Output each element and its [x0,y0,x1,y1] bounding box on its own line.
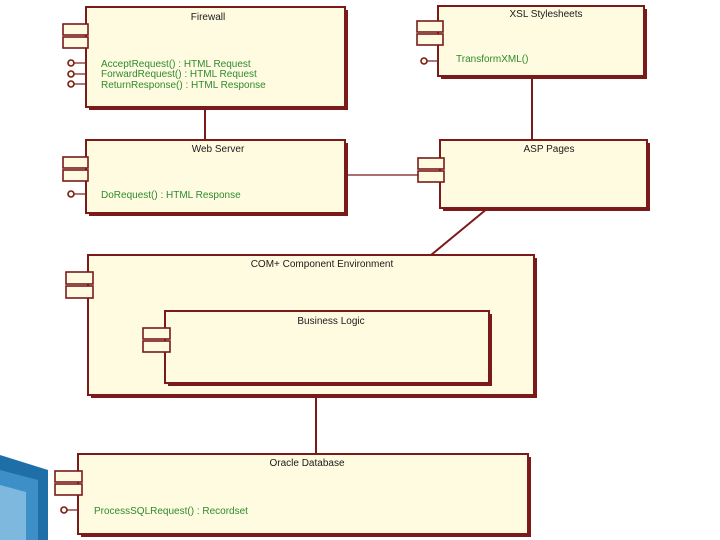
oracle-ports [60,506,78,514]
webserver-tab-bottom [62,169,89,182]
xsl-ports [420,57,438,65]
webserver-operation: DoRequest() : HTML Response [101,190,241,201]
xsl-tab-top [416,20,444,33]
business-tab-bottom [142,340,171,353]
component-web-server[interactable]: Web Server DoRequest() : HTML Response [62,139,348,216]
port-icon [67,59,75,67]
corner-accent [0,455,48,540]
component-oracle-database[interactable]: Oracle Database ProcessSQLRequest() : Re… [54,453,531,537]
firewall-operation: ReturnResponse() : HTML Response [101,80,266,91]
firewall-tab-top [62,23,89,36]
asp-tab-top [417,157,445,170]
business-title: Business Logic [297,316,364,327]
port-icon [67,190,75,198]
firewall-tab-bottom [62,36,89,49]
port-icon [420,57,428,65]
oracle-tab-top [54,470,83,483]
component-business-logic[interactable]: Business Logic [142,310,492,386]
asp-tab-bottom [417,170,445,183]
firewall-operation: ForwardRequest() : HTML Request [101,69,257,80]
com-tab-bottom [65,285,94,299]
business-tab-top [142,327,171,340]
firewall-title: Firewall [191,12,225,23]
oracle-tab-bottom [54,483,83,496]
webserver-title: Web Server [192,144,245,155]
port-icon [67,80,75,88]
firewall-operation: AcceptRequest() : HTML Request [101,59,251,70]
component-asp-pages[interactable]: ASP Pages [417,139,650,211]
webserver-tab-top [62,156,89,169]
port-icon [60,506,68,514]
port-icon [67,70,75,78]
firewall-ports [67,59,86,88]
component-xsl-stylesheets[interactable]: XSL Stylesheets TransformXML() [416,5,647,79]
xsl-title: XSL Stylesheets [509,9,582,20]
oracle-title: Oracle Database [269,458,344,469]
component-firewall[interactable]: Firewall AcceptRequest() : HTML Request … [62,6,348,110]
com-tab-top [65,271,94,285]
webserver-ports [67,190,86,198]
xsl-operation: TransformXML() [456,54,528,65]
xsl-tab-bottom [416,33,444,46]
asp-title: ASP Pages [524,144,575,155]
oracle-operation: ProcessSQLRequest() : Recordset [94,506,248,517]
com-title: COM+ Component Environment [251,259,394,270]
